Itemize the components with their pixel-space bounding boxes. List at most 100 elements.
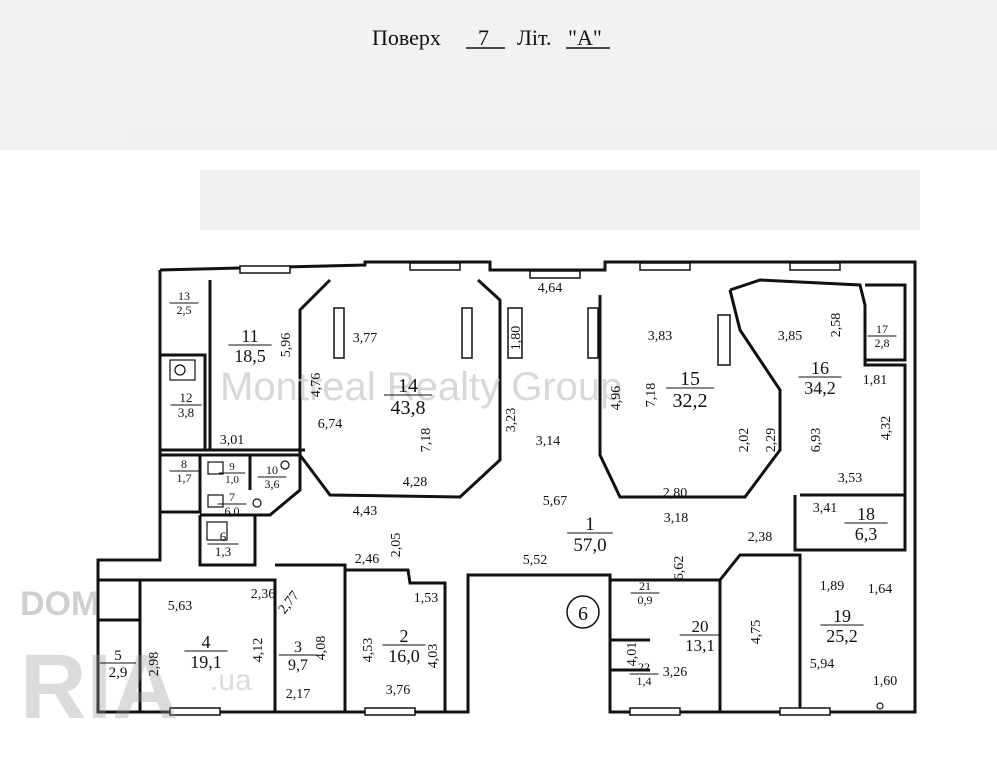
room-number: 8 <box>181 457 187 471</box>
room-area: 43,8 <box>391 397 426 419</box>
room-number: 14 <box>398 375 418 397</box>
room-number: 3 <box>294 639 302 656</box>
plan-header: Поверх 7 Літ. "А" <box>372 25 610 50</box>
room-area: 1,4 <box>637 674 652 688</box>
room-number: 19 <box>833 606 851 626</box>
dimension-label: 4,01 <box>625 642 640 667</box>
dimension-label: 3,18 <box>664 511 689 526</box>
windows <box>169 262 841 716</box>
dimension-label: 4,43 <box>353 504 378 519</box>
dimension-label: 5,96 <box>279 333 294 358</box>
room-area: 1,0 <box>225 474 239 486</box>
dimension-label: 2,46 <box>355 552 380 567</box>
dimension-label: 2,38 <box>748 530 773 545</box>
room-area: 2,8 <box>875 336 890 350</box>
dimension-label: 2,17 <box>286 687 311 702</box>
apartment-marker: 6 <box>566 595 600 629</box>
room-area: 2,5 <box>177 303 192 317</box>
dimension-label: 4,96 <box>609 386 624 411</box>
sanitary-fixtures <box>169 359 884 710</box>
dimension-label: 3,41 <box>813 501 838 516</box>
floor-number: 7 <box>478 25 489 50</box>
room-area: 57,0 <box>573 535 606 556</box>
apartment-number: 6 <box>578 603 588 625</box>
room-area: 6,0 <box>225 504 240 518</box>
dimension-label: 7,18 <box>644 383 659 408</box>
domria-logo: DOM RIA .ua <box>20 585 252 738</box>
room-area: 32,2 <box>673 390 708 412</box>
dimension-label: 4,64 <box>538 281 563 296</box>
letter-label: Літ. <box>517 25 552 50</box>
dimension-label: 4,12 <box>251 638 266 663</box>
floor-label: Поверх <box>372 25 441 50</box>
room-area: 1,7 <box>177 471 192 485</box>
dimension-label: 4,53 <box>361 638 376 663</box>
room-number: 10 <box>266 463 278 477</box>
room-number: 22 <box>638 660 650 674</box>
room-number: 2 <box>400 626 409 646</box>
room-area: 2,9 <box>109 665 128 681</box>
logo-dom: DOM <box>20 585 99 623</box>
dimension-label: 2,80 <box>663 486 688 501</box>
room-area: 3,6 <box>265 477 280 491</box>
room-number: 5 <box>114 648 122 664</box>
dimension-label: 4,75 <box>749 620 764 645</box>
room-number: 9 <box>229 461 235 473</box>
dimension-label: 1,81 <box>863 373 888 388</box>
room-area: 3,8 <box>178 405 194 420</box>
room-area: 6,3 <box>855 524 878 544</box>
room-area: 34,2 <box>804 378 836 398</box>
dimension-label: 7,18 <box>419 428 434 453</box>
room-number: 16 <box>811 358 829 378</box>
room-area: 13,1 <box>685 636 715 655</box>
room-number: 17 <box>876 322 888 336</box>
dimension-label: 6,93 <box>809 428 824 453</box>
dimension-label: 5,67 <box>543 494 568 509</box>
dimension-label: 3,76 <box>386 683 411 698</box>
room-area: 0,9 <box>638 593 653 607</box>
dimension-label: 5,52 <box>523 553 548 568</box>
room-labels: 157,0216,039,7419,152,961,376,081,791,01… <box>100 289 897 688</box>
logo-ria: RIA <box>20 636 178 738</box>
dimension-label: 2,98 <box>147 652 162 677</box>
letter-value: "А" <box>568 25 602 50</box>
dimension-label: 4,32 <box>879 416 894 441</box>
room-number: 6 <box>220 529 227 544</box>
room-number: 7 <box>229 490 235 504</box>
dimension-label: 3,26 <box>663 665 688 680</box>
dimension-label: 1,64 <box>868 582 893 597</box>
dimension-label: 1,80 <box>509 326 524 351</box>
dimension-label: 2,05 <box>389 533 404 558</box>
dimension-label: 2,58 <box>829 313 844 338</box>
room-number: 1 <box>585 514 595 535</box>
dimension-label: 5,63 <box>168 599 193 614</box>
dimension-label: 3,83 <box>648 329 673 344</box>
dimension-label: 6,74 <box>318 417 343 432</box>
room-area: 1,3 <box>215 544 231 559</box>
room-number: 21 <box>639 579 651 593</box>
dimension-label: 4,76 <box>309 373 324 398</box>
dimension-label: 3,01 <box>220 433 245 448</box>
dimension-label: 3,14 <box>536 434 561 449</box>
watermark-text: Montreal Realty Group <box>220 365 622 409</box>
room-area: 25,2 <box>826 626 858 646</box>
dimension-label: 6,62 <box>672 556 687 581</box>
dimension-label: 3,85 <box>778 329 803 344</box>
walls <box>96 260 917 714</box>
dimension-label: 1,53 <box>414 591 439 606</box>
room-number: 12 <box>180 390 193 405</box>
room-area: 9,7 <box>288 657 308 674</box>
scan-noise <box>0 0 997 230</box>
dimension-label: 5,94 <box>810 657 835 672</box>
room-area: 19,1 <box>190 652 222 672</box>
dimension-label: 2,36 <box>251 587 276 602</box>
dimension-label: 1,89 <box>820 579 845 594</box>
logo-suffix: .ua <box>210 664 252 697</box>
room-number: 15 <box>680 368 700 390</box>
room-number: 20 <box>692 617 709 636</box>
dimension-label: 3,23 <box>504 408 519 433</box>
room-area: 16,0 <box>388 646 420 666</box>
dimension-label: 4,28 <box>403 475 428 490</box>
